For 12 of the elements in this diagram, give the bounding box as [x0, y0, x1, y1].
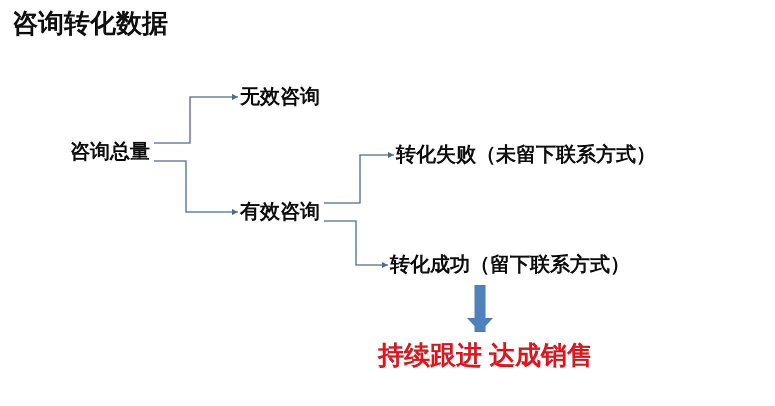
node-label: 有效咨询: [240, 200, 320, 224]
node-label: 无效咨询: [240, 85, 320, 109]
result-text: 持续跟进 达成销售: [378, 340, 594, 370]
title: 咨询转化数据: [12, 10, 168, 36]
node-label: 转化成功（留下联系方式）: [390, 253, 630, 277]
connector-arrow: [324, 152, 394, 204]
connector-arrow: [154, 94, 238, 144]
node-label: 转化失败（未留下联系方式）: [396, 143, 656, 167]
node-label: 咨询总量: [70, 140, 150, 164]
block-arrow: [467, 285, 493, 332]
connector-arrow: [324, 220, 388, 268]
connector-arrow: [154, 160, 238, 215]
